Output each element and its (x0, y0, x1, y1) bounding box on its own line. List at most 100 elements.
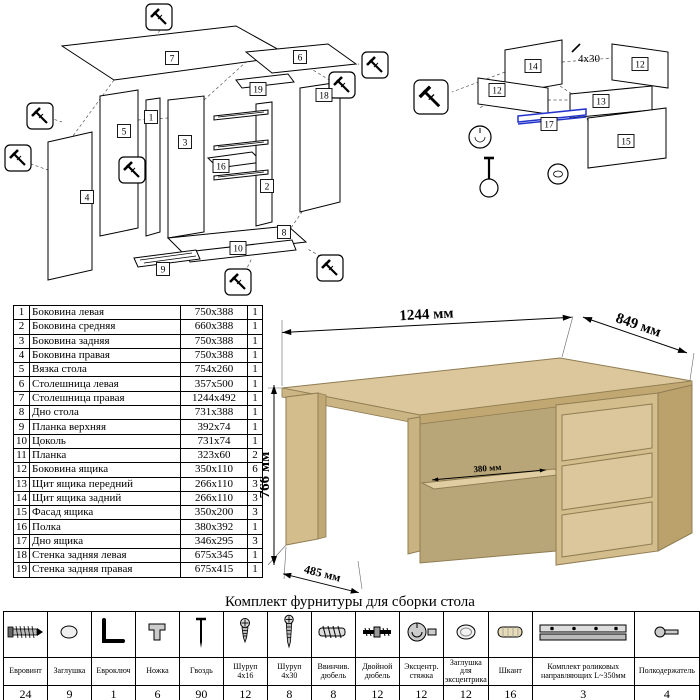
part-name: Вязка стола (29, 362, 181, 378)
svg-text:18: 18 (319, 91, 329, 101)
hardware-qty: 12 (222, 685, 268, 700)
confirmat-screw-icon (3, 611, 48, 658)
hardware-qty: 12 (442, 685, 489, 700)
hardware-icons-row (3, 611, 700, 658)
desk-drawer-3 (561, 501, 653, 558)
hardware-label: Шуруп 4х16 (222, 657, 268, 686)
part-name: Боковина ящика (29, 462, 181, 478)
part-no: 6 (13, 376, 30, 392)
part-size: 731x74 (180, 433, 248, 449)
part-size: 350x110 (180, 462, 248, 478)
dim-depth: 849 мм (582, 310, 688, 354)
cap-callout-icon (547, 163, 569, 185)
part-name: Боковина левая (29, 304, 181, 321)
screw-callout-icon (479, 156, 499, 198)
hardware-qty: 16 (487, 685, 533, 700)
part-size: 731x388 (180, 405, 248, 421)
part-callout-badge: 14 (524, 59, 542, 73)
desk-drawer-1 (561, 403, 653, 462)
panel-side-far-left (47, 131, 93, 281)
part-callout-badge: 7 (165, 51, 179, 65)
leg-icon (134, 611, 180, 658)
part-callout-badge: 9 (156, 262, 170, 276)
screw-size-annotation: 4x30 (578, 53, 601, 65)
part-callout-badge: 8 (277, 225, 291, 239)
part-name: Столешница левая (29, 376, 181, 392)
desk-middle-panel (407, 416, 421, 555)
part-no: 3 (13, 333, 30, 349)
part-callout-badge: 18 (315, 88, 333, 102)
part-qty: 1 (247, 319, 263, 335)
part-no: 5 (13, 362, 30, 378)
part-no: 11 (13, 447, 30, 464)
hardware-qty: 6 (134, 685, 180, 700)
svg-text:8: 8 (282, 228, 287, 238)
part-callout-badge: 5 (117, 124, 131, 138)
part-no: 18 (13, 548, 30, 564)
part-size: 346x295 (180, 533, 248, 550)
part-name: Полка (29, 519, 181, 535)
panel-side-middle (167, 95, 205, 239)
cam-callout-icon (468, 125, 492, 149)
dowel-icon (487, 611, 533, 658)
svg-text:6: 6 (298, 53, 303, 63)
svg-text:17: 17 (544, 120, 554, 130)
part-no: 1 (13, 304, 30, 321)
hardware-label: Заглушка (46, 657, 92, 686)
hardware-callouts-right (413, 79, 569, 198)
part-no: 8 (13, 405, 30, 421)
part-no: 16 (13, 519, 30, 535)
panel-side-inner (255, 101, 273, 227)
hardware-qty: 3 (531, 685, 635, 700)
part-no: 10 (13, 433, 30, 449)
hardware-label: Шкант (487, 657, 533, 686)
hardware-label: Комплект роликовых направляющих L~350мм (531, 657, 635, 686)
hardware-label: Евроключ (90, 657, 136, 686)
svg-text:14: 14 (528, 62, 538, 72)
desk-left-panel (285, 392, 319, 546)
part-name: Планка (29, 447, 181, 464)
part-size: 323x60 (180, 447, 248, 464)
part-size: 1244x492 (180, 390, 248, 407)
nail-icon (178, 611, 224, 658)
part-callout-badge: 16 (212, 159, 230, 173)
svg-text:1244 мм: 1244 мм (399, 306, 454, 325)
part-name: Стенка задняя правая (29, 562, 181, 578)
part-size: 750x388 (180, 333, 248, 349)
part-name: Щит ящика передний (29, 476, 181, 492)
cam-lock-icon (398, 611, 444, 658)
screw-4x30-icon (266, 611, 312, 658)
part-callout-badge: 12 (631, 57, 649, 71)
svg-text:380 мм: 380 мм (473, 462, 502, 474)
panel-back-wall (299, 81, 341, 213)
svg-text:12: 12 (635, 60, 645, 70)
part-size: 675x415 (180, 562, 248, 578)
part-name: Стенка задняя левая (29, 548, 181, 564)
part-name: Планка верхняя (29, 419, 181, 435)
svg-text:766 мм: 766 мм (260, 452, 273, 499)
assembly-diagram-left (4, 3, 389, 296)
part-callout-badge: 13 (592, 94, 610, 108)
svg-text:7: 7 (170, 54, 175, 64)
hardware-qty: 8 (266, 685, 312, 700)
desk-body (281, 357, 693, 566)
part-size: 750x388 (180, 347, 248, 364)
screw-4x16-icon (222, 611, 268, 658)
cam-cap-icon (442, 611, 489, 658)
hardware-label: Заглушка для эксцентрика (442, 657, 489, 686)
part-name: Столешница правая (29, 390, 181, 407)
